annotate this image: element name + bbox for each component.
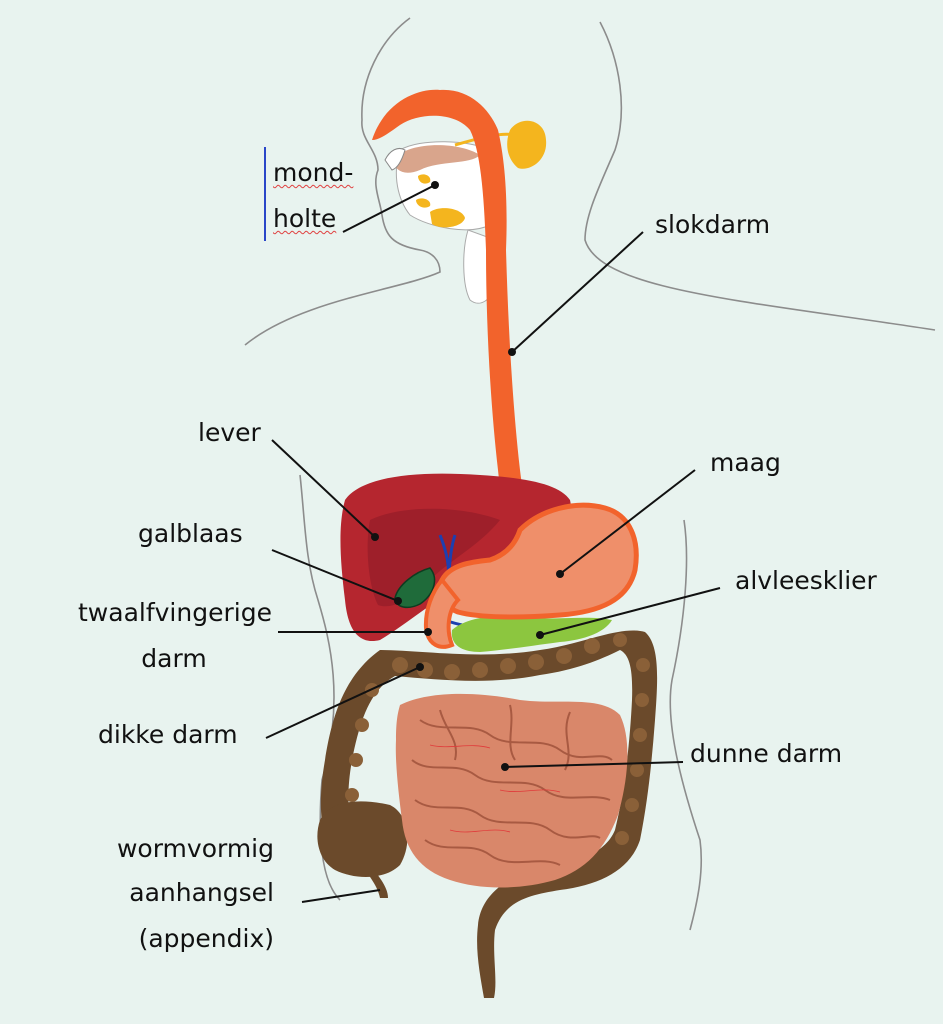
label-appendix-1: wormvormig	[116, 834, 274, 863]
text-cursor-bar	[264, 147, 266, 241]
cecum	[317, 801, 408, 877]
small-intestine-vessels	[429, 744, 561, 833]
label-dunne-darm: dunne darm	[690, 739, 843, 768]
label-mondholte-1: mond-	[273, 158, 354, 187]
label-mondholte-2: holte	[273, 204, 337, 233]
label-slokdarm: slokdarm	[655, 210, 771, 239]
label-dikke-darm: dikke darm	[98, 720, 238, 749]
salivary-gland-sub	[430, 208, 465, 228]
label-alvleesklier: alvleesklier	[735, 566, 877, 595]
bile-duct	[438, 534, 561, 646]
label-galblaas: galblaas	[138, 519, 243, 548]
salivary-gland-parotid	[507, 120, 547, 169]
label-appendix-2: aanhangsel	[129, 878, 274, 907]
appendix	[368, 870, 388, 898]
stomach	[436, 502, 639, 620]
large-intestine	[320, 630, 658, 998]
body-outline	[244, 17, 936, 931]
upper-lip	[384, 147, 406, 171]
duodenum	[423, 576, 461, 649]
gallbladder	[394, 567, 436, 609]
leader-dots	[371, 181, 564, 771]
label-lever: lever	[198, 418, 261, 447]
small-intestine-folds	[411, 704, 613, 866]
salivary-gland-small	[416, 198, 431, 208]
label-appendix-3: (appendix)	[138, 924, 274, 953]
label-twaalfvingerige-1: twaalfvingerige	[78, 598, 272, 627]
colon-haustra	[345, 633, 650, 845]
liver-lobe-shade	[367, 508, 500, 607]
salivary-gland-tiny	[418, 174, 431, 184]
tongue	[392, 145, 480, 173]
esophagus	[372, 89, 540, 540]
pancreas	[451, 616, 612, 652]
label-twaalfvingerige-2: darm	[141, 644, 207, 673]
leader-lines	[265, 184, 721, 903]
label-maag: maag	[710, 448, 781, 477]
